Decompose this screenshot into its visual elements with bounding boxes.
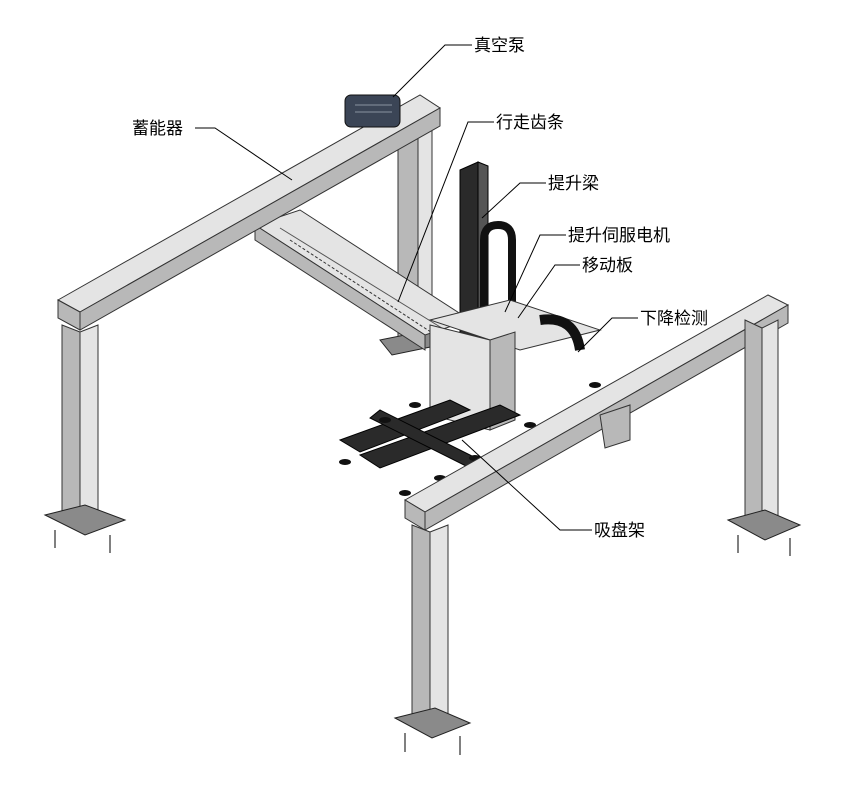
label-moving-plate: 移动板 — [582, 256, 633, 276]
label-descent-detection: 下降检测 — [640, 309, 708, 329]
label-accumulator: 蓄能器 — [132, 119, 183, 139]
leader-lines — [195, 44, 638, 531]
label-suction-cup-frame: 吸盘架 — [594, 521, 645, 541]
label-lift-beam: 提升梁 — [548, 174, 599, 194]
label-travel-rack: 行走齿条 — [496, 113, 564, 133]
moving-plate — [428, 299, 602, 431]
leg-left — [43, 324, 127, 553]
label-lift-servo-motor: 提升伺服电机 — [568, 226, 670, 246]
leg-front — [393, 524, 472, 755]
leg-right — [726, 319, 802, 556]
label-vacuum-pump: 真空泵 — [474, 36, 525, 56]
suction-cup-frame — [338, 382, 601, 496]
vacuum-pump — [344, 94, 401, 128]
beam-front — [404, 294, 790, 531]
beam-left — [56, 94, 441, 331]
